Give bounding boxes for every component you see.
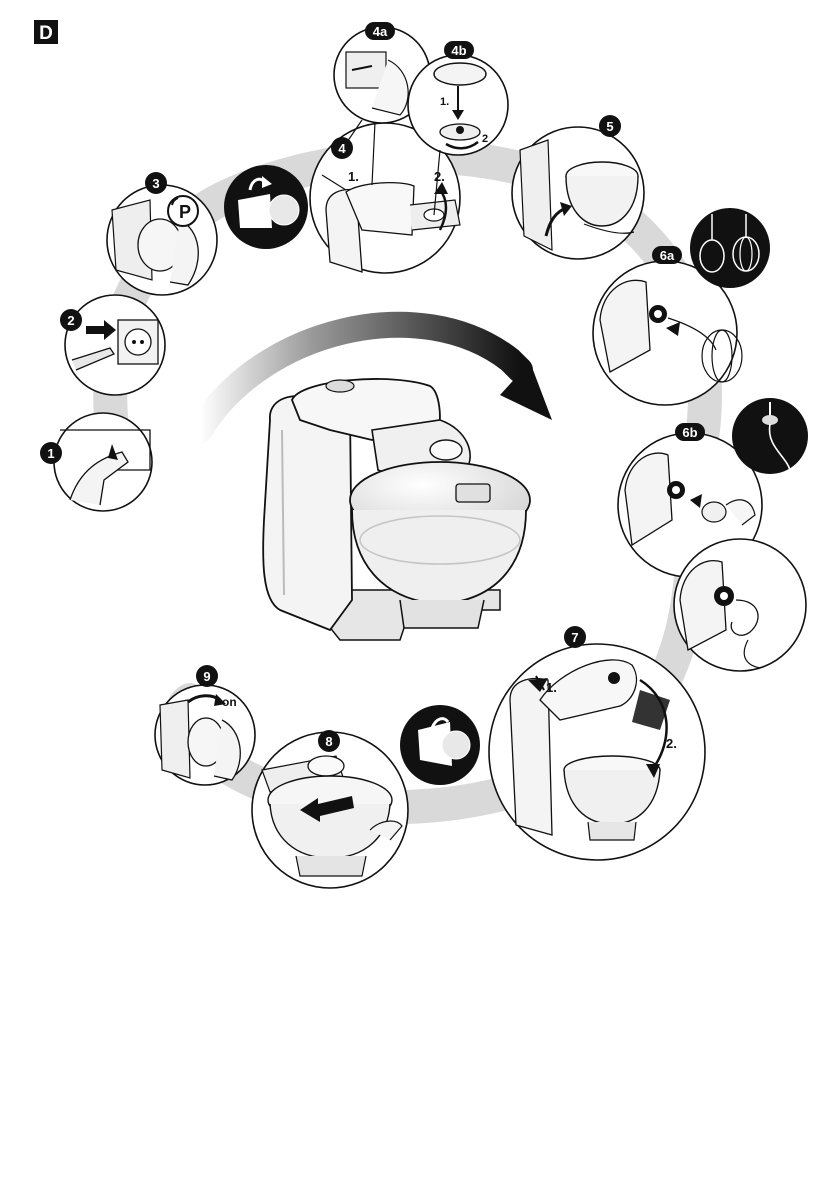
svg-text:3: 3 xyxy=(152,176,159,191)
kitchen-machine xyxy=(263,379,530,640)
step-6b-continuation-illustration xyxy=(674,539,806,671)
svg-text:8: 8 xyxy=(325,734,332,749)
section-letter-text: D xyxy=(39,23,53,44)
svg-text:9: 9 xyxy=(203,669,210,684)
svg-text:4b: 4b xyxy=(451,43,466,58)
step-7-badge: 7 xyxy=(564,626,586,648)
position-p-symbol: P xyxy=(179,202,191,222)
svg-text:1: 1 xyxy=(47,446,54,461)
step-7-illustration: 1. 2. xyxy=(489,644,705,860)
step-3-badge: 3 xyxy=(145,172,167,194)
step-4-badge: 4 xyxy=(331,137,353,159)
svg-text:6b: 6b xyxy=(682,425,697,440)
step-3-illustration: P xyxy=(107,185,217,295)
step-9-on-label: on xyxy=(222,695,237,709)
step-2-illustration xyxy=(65,295,165,395)
step-4-sub-1: 1. xyxy=(348,169,359,184)
step-4b-sub-2: 2 xyxy=(482,133,488,145)
svg-text:2: 2 xyxy=(67,313,74,328)
step-1-badge: 1 xyxy=(40,442,62,464)
svg-text:6a: 6a xyxy=(660,248,675,263)
step-8-illustration xyxy=(252,732,408,888)
step-1-illustration xyxy=(54,413,152,511)
step-6b-badge: 6b xyxy=(675,423,705,441)
step-6a-attachments-inset xyxy=(690,208,770,288)
step-2-badge: 2 xyxy=(60,309,82,331)
step-4b-badge: 4b xyxy=(444,41,474,59)
step-5-badge: 5 xyxy=(599,115,621,137)
step-7-sub-1: 1. xyxy=(546,680,557,695)
step-5-illustration xyxy=(512,127,644,259)
svg-text:7: 7 xyxy=(571,630,578,645)
step-7-sub-2: 2. xyxy=(666,736,677,751)
svg-text:4a: 4a xyxy=(373,24,388,39)
step-6a-badge: 6a xyxy=(652,246,682,264)
step-9-badge: 9 xyxy=(196,665,218,687)
step-3-detail-inset xyxy=(224,165,308,249)
step-6b-hook-inset xyxy=(732,398,808,474)
step-9-illustration: on xyxy=(155,685,255,785)
section-label: D xyxy=(34,20,58,44)
svg-text:4: 4 xyxy=(338,141,346,156)
svg-text:5: 5 xyxy=(606,119,613,134)
step-4-sub-2: 2. xyxy=(434,169,445,184)
step-4b-sub-1: 1. xyxy=(440,96,449,108)
step-8-badge: 8 xyxy=(318,730,340,752)
step-7-detail-inset xyxy=(400,705,480,785)
step-4a-badge: 4a xyxy=(365,22,395,40)
